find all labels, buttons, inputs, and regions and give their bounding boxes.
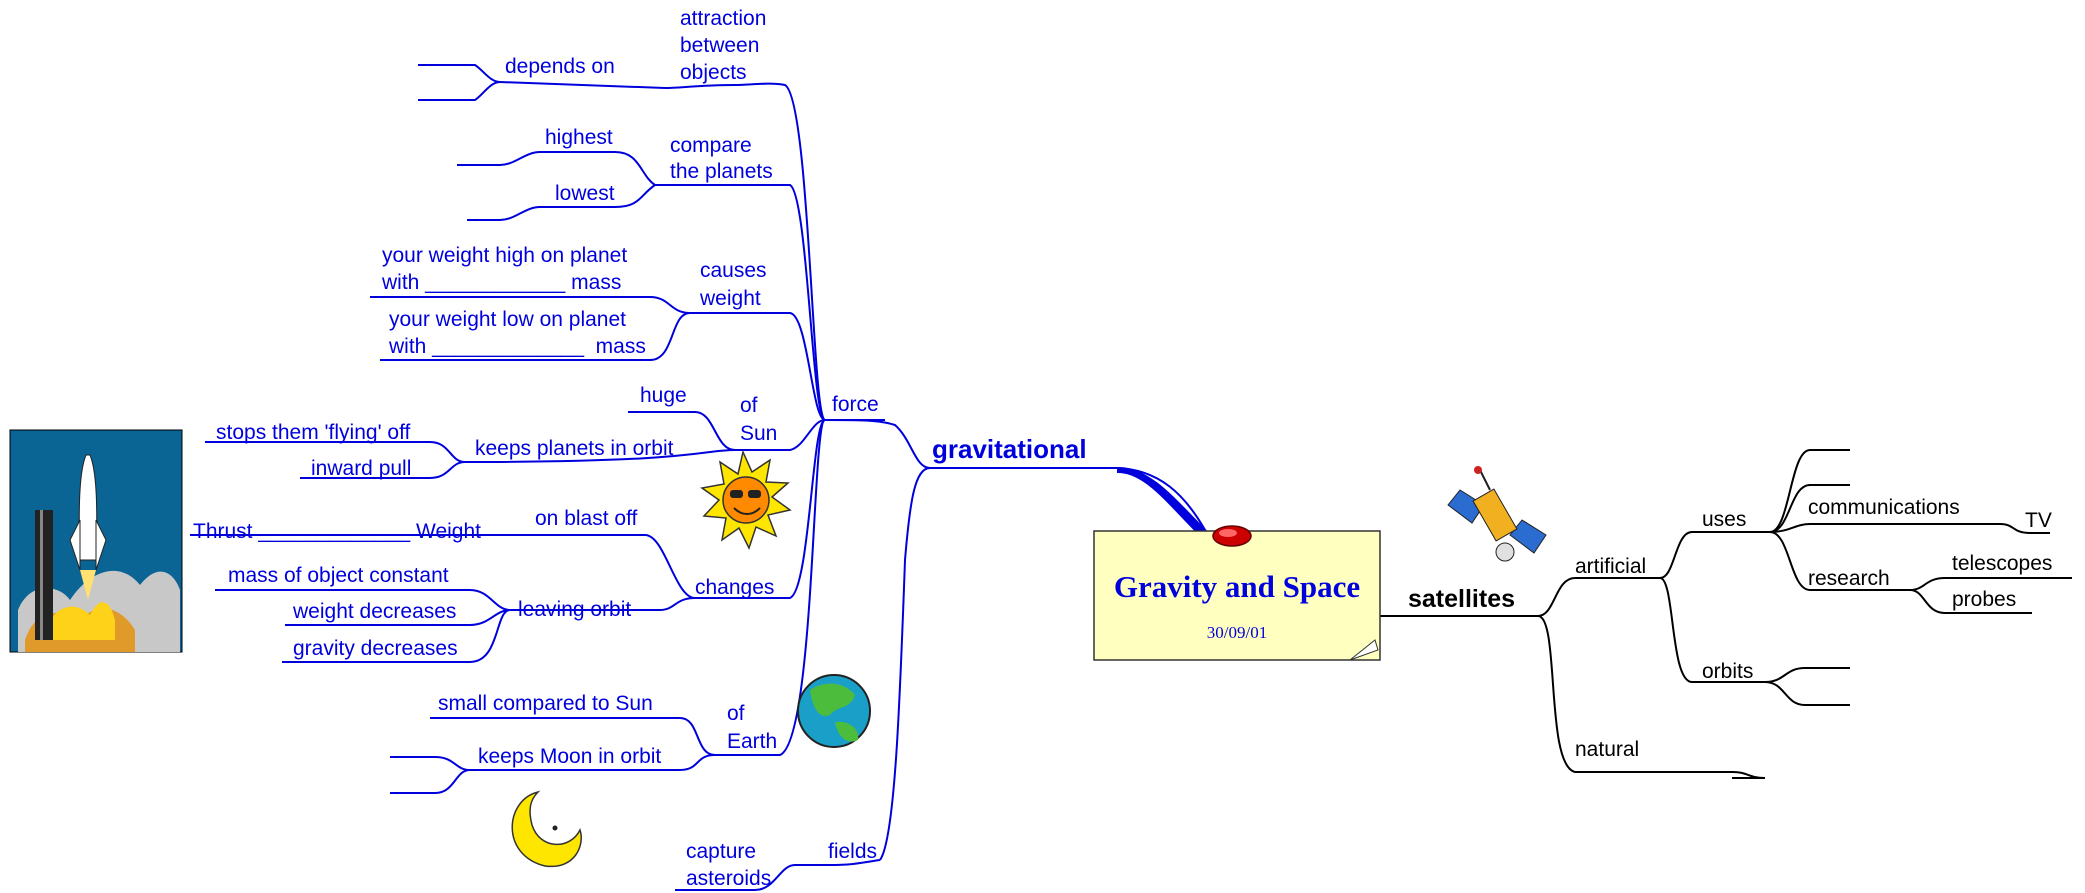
lowest-label[interactable]: lowest: [555, 182, 615, 205]
compare-line-2[interactable]: the planets: [670, 160, 773, 183]
causes-line-1[interactable]: causes: [700, 259, 767, 282]
thrust-weight-label[interactable]: Thrust _____________ Weight: [193, 520, 481, 543]
natural-label[interactable]: natural: [1575, 738, 1639, 761]
mass-constant-label[interactable]: mass of object constant: [228, 564, 449, 587]
of-sun-line-2[interactable]: Sun: [740, 422, 777, 445]
weight-decreases-label[interactable]: weight decreases: [292, 600, 456, 623]
probes-label[interactable]: probes: [1952, 588, 2016, 611]
huge-label[interactable]: huge: [640, 384, 687, 407]
compare-line-1[interactable]: compare: [670, 134, 752, 157]
central-note[interactable]: Gravity and Space 30/09/01: [1093, 530, 1381, 661]
gravity-decreases-label[interactable]: gravity decreases: [293, 637, 458, 660]
fields-label[interactable]: fields: [828, 840, 877, 863]
attraction-line-3[interactable]: objects: [680, 61, 747, 84]
gravitational-label[interactable]: gravitational: [932, 434, 1087, 464]
inward-pull-label[interactable]: inward pull: [311, 457, 411, 480]
causes-line-2[interactable]: weight: [699, 287, 761, 310]
pin-icon: [1212, 525, 1252, 547]
communications-label[interactable]: communications: [1808, 496, 1960, 519]
attraction-line-2[interactable]: between: [680, 34, 759, 57]
weight-low-line-1[interactable]: your weight low on planet: [389, 308, 626, 331]
of-sun-line-1[interactable]: of: [740, 394, 758, 417]
gravitational-branch-lines: [190, 64, 1208, 891]
central-date: 30/09/01: [1207, 623, 1267, 642]
satellites-branch-lines: [1380, 449, 2072, 779]
changes-label[interactable]: changes: [695, 576, 774, 599]
capture-line-1[interactable]: capture: [686, 840, 756, 863]
sun-icon: [700, 449, 792, 550]
artificial-label[interactable]: artificial: [1575, 555, 1646, 578]
satellite-icon: [1447, 466, 1547, 562]
telescopes-label[interactable]: telescopes: [1952, 552, 2052, 575]
central-title: Gravity and Space: [1114, 569, 1360, 604]
weight-low-line-2[interactable]: with _____________ mass: [388, 335, 646, 358]
capture-line-2[interactable]: asteroids: [686, 867, 771, 890]
highest-label[interactable]: highest: [545, 126, 613, 149]
attraction-line-1[interactable]: attraction: [680, 7, 766, 30]
keeps-planets-label[interactable]: keeps planets in orbit: [475, 437, 674, 460]
of-earth-line-2[interactable]: Earth: [727, 730, 777, 753]
research-label[interactable]: research: [1808, 567, 1890, 590]
moon-icon: [511, 790, 582, 868]
orbits-label[interactable]: orbits: [1702, 660, 1753, 683]
weight-high-line-2[interactable]: with ____________ mass: [381, 271, 621, 294]
earth-icon: [797, 674, 871, 748]
leaving-orbit-label[interactable]: leaving orbit: [518, 598, 631, 621]
on-blast-off-label[interactable]: on blast off: [535, 507, 638, 530]
weight-high-line-1[interactable]: your weight high on planet: [382, 244, 627, 267]
tv-label[interactable]: TV: [2025, 509, 2052, 532]
uses-label[interactable]: uses: [1702, 508, 1746, 531]
satellites-label[interactable]: satellites: [1408, 585, 1515, 613]
stops-flying-label[interactable]: stops them 'flying' off: [216, 421, 411, 444]
of-earth-line-1[interactable]: of: [727, 702, 745, 725]
depends-on-label[interactable]: depends on: [505, 55, 615, 78]
force-label[interactable]: force: [832, 393, 879, 416]
keeps-moon-label[interactable]: keeps Moon in orbit: [478, 745, 661, 768]
space-shuttle-icon: [9, 429, 183, 653]
small-compared-label[interactable]: small compared to Sun: [438, 692, 653, 715]
